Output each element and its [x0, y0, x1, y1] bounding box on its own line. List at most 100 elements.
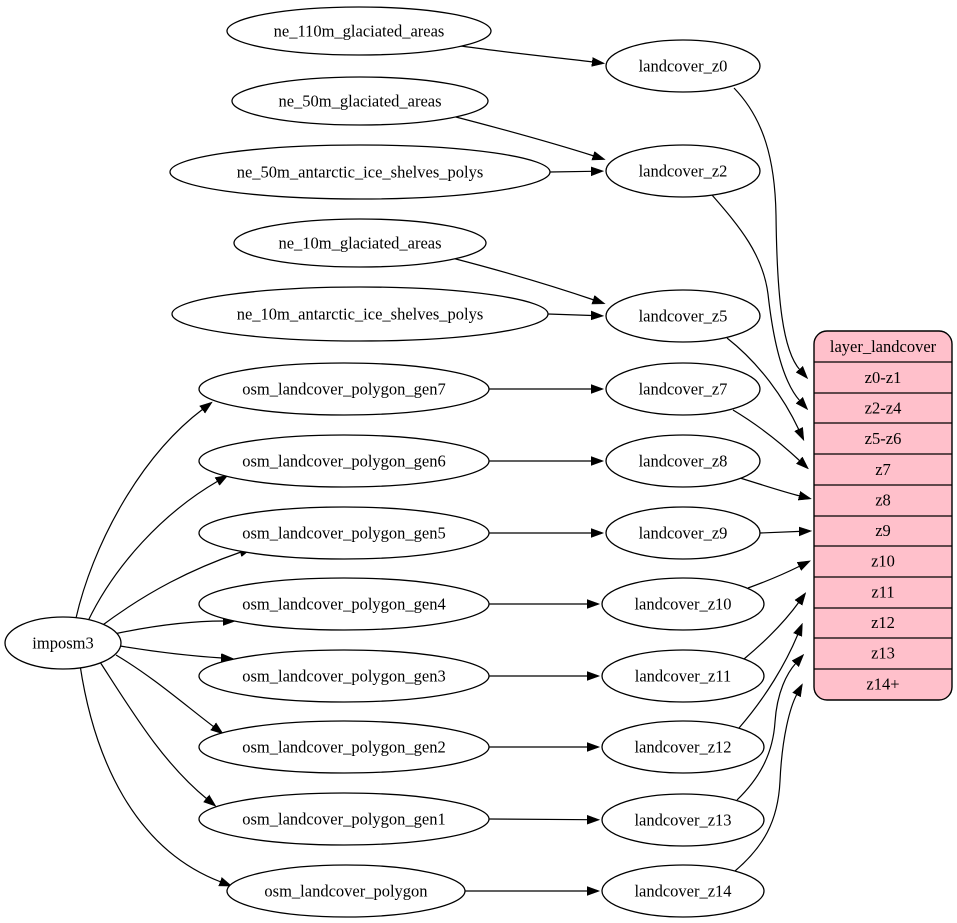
- node-shape: [605, 434, 761, 488]
- record-row-z7: z7: [875, 460, 891, 479]
- node-label: landcover_z12: [634, 738, 731, 757]
- node-label: osm_landcover_polygon_gen4: [242, 595, 445, 614]
- node-shape: [198, 362, 490, 416]
- node-label: landcover_z10: [634, 595, 731, 614]
- node-ne-110m-glaciated-areas: ne_110m_glaciated_areas: [226, 6, 492, 56]
- node-shape: [601, 720, 765, 774]
- edge-ne-10m-antarctic-ice-shelves-polys-landcover-z5: [547, 314, 592, 316]
- edge-landcover-z7-row-z7: [732, 409, 800, 461]
- edge-osm-landcover-polygon-gen1-landcover-z13: [488, 819, 588, 820]
- node-landcover-z10: landcover_z10: [601, 577, 765, 631]
- node-imposm3: imposm3: [4, 616, 122, 670]
- node-osm-landcover-polygon: osm_landcover_polygon: [226, 864, 466, 918]
- record-row-z2-z4: z2-z4: [865, 399, 902, 418]
- record-row-z12: z12: [871, 613, 895, 632]
- record-row-z13: z13: [871, 644, 895, 663]
- edge-imposm3-osm-landcover-polygon-gen1: [99, 661, 207, 799]
- record-title: layer_landcover: [830, 337, 937, 356]
- node-shape: [605, 289, 761, 343]
- node-label: landcover_z13: [634, 811, 731, 830]
- node-label: ne_50m_glaciated_areas: [278, 92, 441, 111]
- node-shape: [171, 286, 549, 342]
- edge-landcover-z0-row-z0-z1: [733, 87, 800, 370]
- node-ne-50m-glaciated-areas: ne_50m_glaciated_areas: [231, 76, 489, 126]
- edge-imposm3-osm-landcover-polygon-gen2: [115, 654, 214, 727]
- node-shape: [601, 649, 765, 703]
- edge-ne-50m-glaciated-areas-landcover-z2: [451, 115, 594, 156]
- node-landcover-z5: landcover_z5: [605, 289, 761, 343]
- edge-landcover-z13-row-z13: [736, 663, 796, 801]
- node-shape: [226, 6, 492, 56]
- node-label: ne_110m_glaciated_areas: [274, 22, 445, 41]
- node-ne-10m-glaciated-areas: ne_10m_glaciated_areas: [233, 218, 487, 268]
- node-label: landcover_z7: [639, 380, 728, 399]
- node-shape: [4, 616, 122, 670]
- node-shape: [198, 434, 490, 488]
- edge-imposm3-osm-landcover-polygon-gen5: [99, 552, 241, 628]
- node-shape: [605, 506, 761, 560]
- node-landcover-z11: landcover_z11: [601, 649, 765, 703]
- node-landcover-z7: landcover_z7: [605, 362, 761, 416]
- edge-imposm3-osm-landcover-polygon: [79, 664, 221, 882]
- edge-imposm3-osm-landcover-polygon-gen6: [87, 481, 218, 622]
- node-label: osm_landcover_polygon_gen3: [242, 667, 445, 686]
- node-osm-landcover-polygon-gen1: osm_landcover_polygon_gen1: [198, 792, 490, 846]
- edge-landcover-z2-row-z2-z4: [711, 194, 800, 401]
- edge-landcover-z14-row-z14plus: [734, 694, 797, 872]
- node-shape: [605, 362, 761, 416]
- record-row-z14plus: z14+: [866, 675, 899, 694]
- node-label: landcover_z9: [639, 524, 728, 543]
- node-osm-landcover-polygon-gen7: osm_landcover_polygon_gen7: [198, 362, 490, 416]
- edge-landcover-z10-row-z10: [747, 566, 800, 589]
- node-label: ne_50m_antarctic_ice_shelves_polys: [237, 163, 484, 182]
- node-landcover-z8: landcover_z8: [605, 434, 761, 488]
- node-landcover-z9: landcover_z9: [605, 506, 761, 560]
- node-label: ne_10m_glaciated_areas: [278, 234, 441, 253]
- node-label: imposm3: [32, 634, 93, 653]
- node-label: landcover_z14: [634, 882, 731, 901]
- node-label: osm_landcover_polygon_gen1: [242, 810, 445, 829]
- node-label: ne_10m_antarctic_ice_shelves_polys: [237, 305, 484, 324]
- node-ne-50m-antarctic-ice-shelves-polys: ne_50m_antarctic_ice_shelves_polys: [169, 144, 551, 200]
- node-shape: [198, 577, 490, 631]
- node-shape: [198, 649, 490, 703]
- edge-layer: [75, 45, 800, 891]
- node-label: osm_landcover_polygon_gen5: [242, 524, 445, 543]
- edge-landcover-z11-row-z11: [743, 602, 799, 660]
- edge-landcover-z5-row-z5-z6: [726, 337, 799, 430]
- node-label: osm_landcover_polygon_gen2: [242, 738, 445, 757]
- node-shape: [198, 506, 490, 560]
- edge-imposm3-osm-landcover-polygon-gen7: [75, 409, 203, 619]
- node-shape: [605, 144, 761, 198]
- edge-landcover-z12-row-z12: [738, 634, 798, 729]
- node-shape: [601, 864, 765, 918]
- node-osm-landcover-polygon-gen6: osm_landcover_polygon_gen6: [198, 434, 490, 488]
- record-row-z5-z6: z5-z6: [865, 429, 902, 448]
- node-landcover-z2: landcover_z2: [605, 144, 761, 198]
- node-landcover-z0: landcover_z0: [605, 39, 761, 93]
- node-osm-landcover-polygon-gen4: osm_landcover_polygon_gen4: [198, 577, 490, 631]
- edge-landcover-z8-row-z8: [739, 477, 800, 496]
- record-layer-landcover: layer_landcover z0-z1 z2-z4 z5-z6 z7 z8 …: [813, 330, 953, 701]
- record-row-z11: z11: [871, 583, 894, 602]
- node-label: landcover_z5: [639, 307, 728, 326]
- node-landcover-z14: landcover_z14: [601, 864, 765, 918]
- edge-ne-50m-antarctic-ice-shelves-polys-landcover-z2: [549, 171, 592, 172]
- node-label: landcover_z0: [639, 57, 728, 76]
- record-row-z9: z9: [875, 521, 891, 540]
- node-landcover-z13: landcover_z13: [601, 793, 765, 847]
- record-row-z8: z8: [875, 491, 891, 510]
- node-label: landcover_z2: [639, 162, 728, 181]
- node-shape: [198, 720, 490, 774]
- node-shape: [226, 864, 466, 918]
- node-shape: [198, 792, 490, 846]
- node-shape: [169, 144, 551, 200]
- node-shape: [601, 577, 765, 631]
- node-label: osm_landcover_polygon_gen7: [242, 380, 445, 399]
- node-shape: [233, 218, 487, 268]
- edge-ne-10m-glaciated-areas-landcover-z5: [451, 257, 594, 300]
- node-label: osm_landcover_polygon: [264, 882, 427, 901]
- node-label: osm_landcover_polygon_gen6: [242, 452, 445, 471]
- node-osm-landcover-polygon-gen5: osm_landcover_polygon_gen5: [198, 506, 490, 560]
- edge-imposm3-osm-landcover-polygon-gen4: [113, 621, 224, 635]
